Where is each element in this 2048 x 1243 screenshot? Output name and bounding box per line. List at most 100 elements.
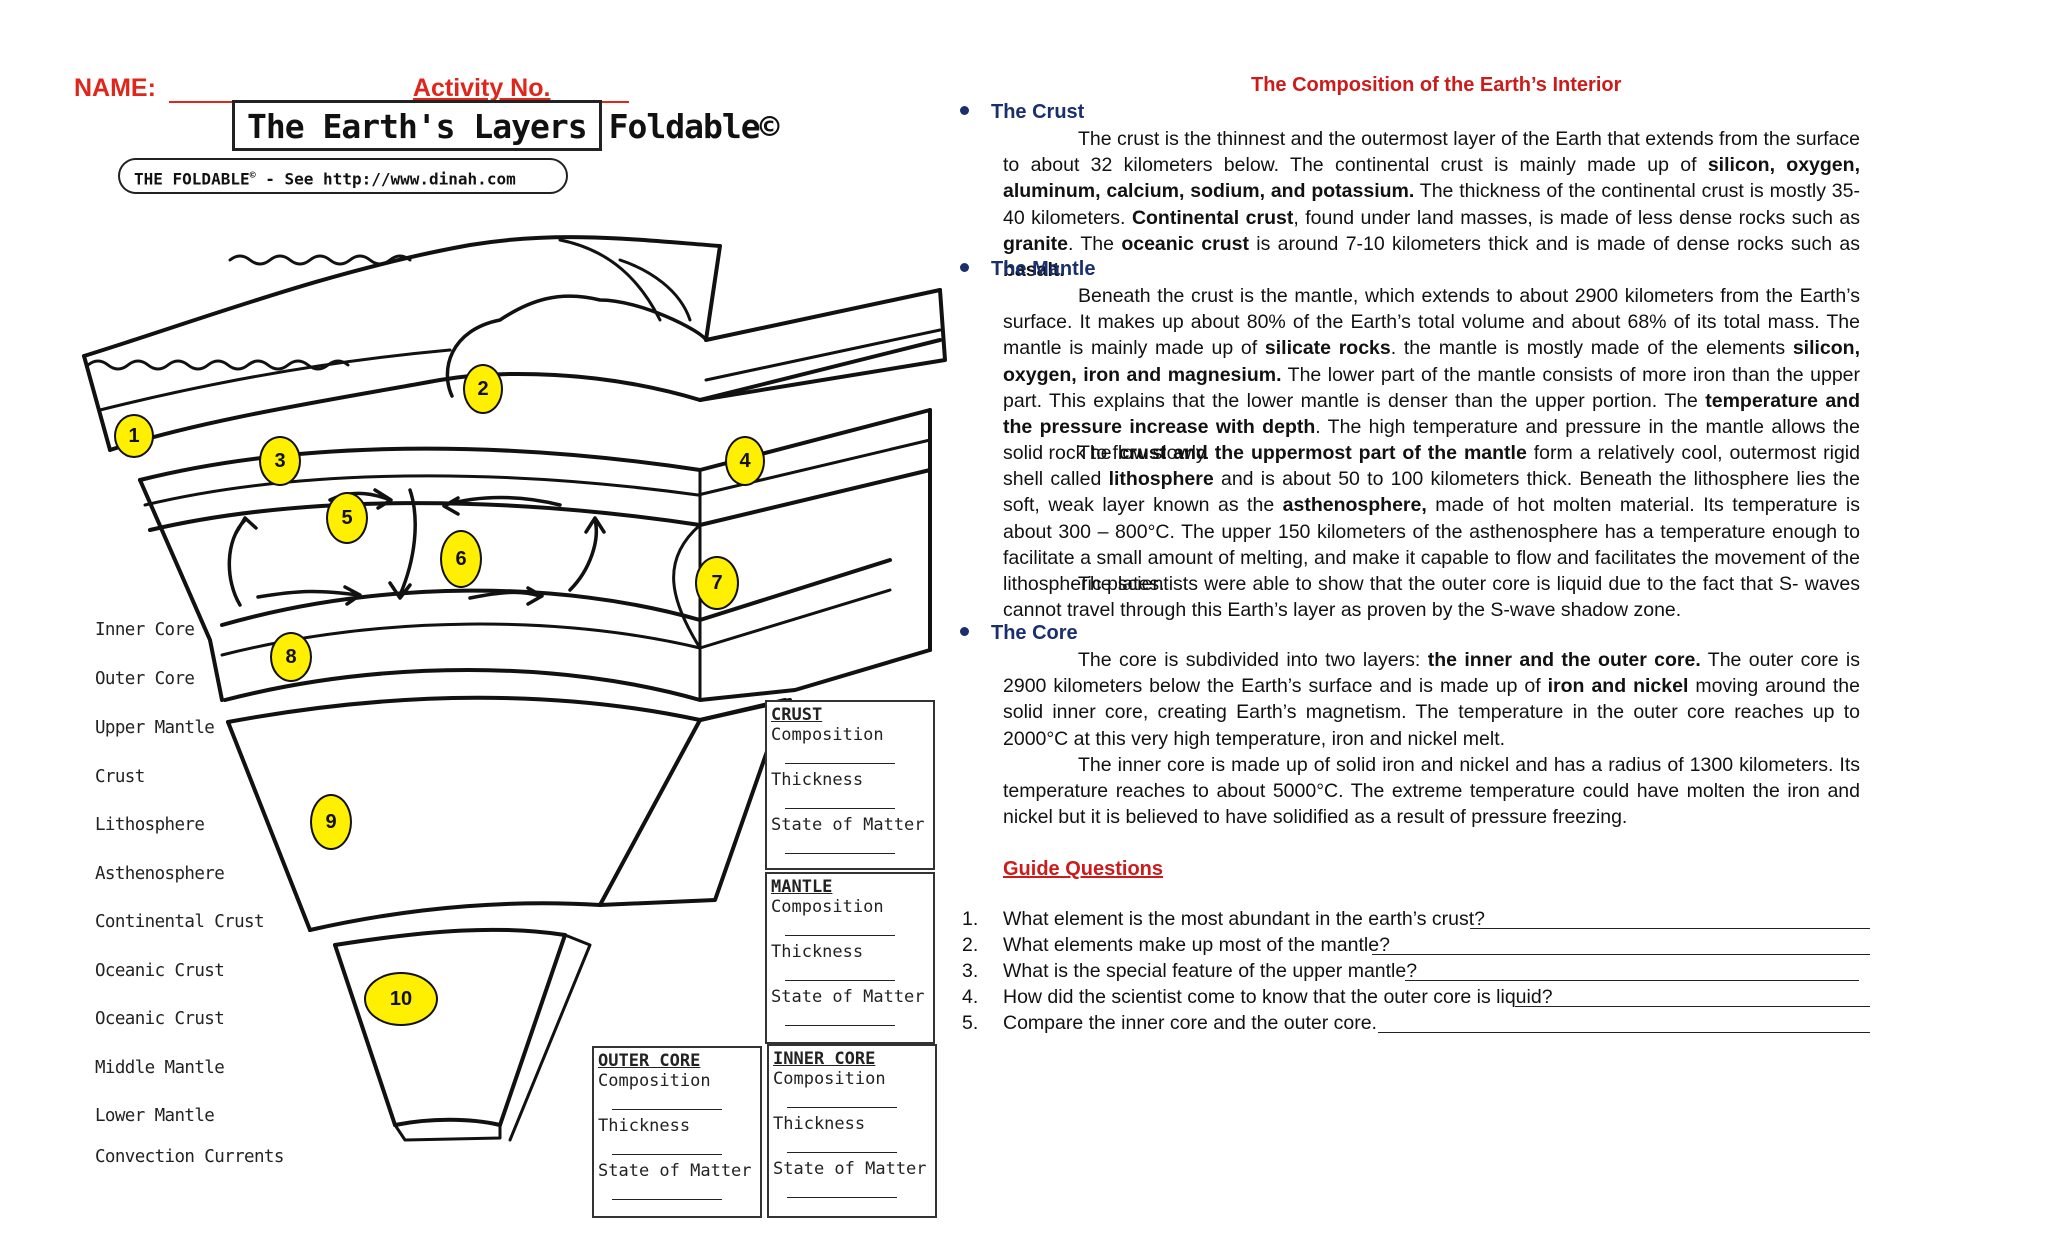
marker-2: 2	[463, 364, 503, 414]
emphasis-text: asthenosphere,	[1282, 494, 1427, 517]
body-text: . the mantle is mostly made of the eleme…	[1390, 337, 1793, 360]
mantle-paragraph-1: Beneath the crust is the mantle, which e…	[1003, 283, 1860, 466]
emphasis-text: crust and the uppermost part of the mant…	[1118, 442, 1527, 464]
core-paragraph-2: The inner core is made up of solid iron …	[1003, 752, 1860, 831]
body-text: The outer core is 2900 kilometers below …	[1003, 649, 1860, 698]
inner-core-state-label: State of Matter	[773, 1159, 927, 1179]
body-text: form a relatively cool, outermost rigid …	[1003, 442, 1860, 491]
question-3: 3.What is the special feature of the upp…	[962, 960, 1859, 983]
mantle-paragraph-3: The scientists were able to show that th…	[1003, 571, 1860, 623]
label-crust: Crust	[95, 767, 145, 787]
emphasis-text: silicon, oxygen, aluminum, calcium, sodi…	[1003, 154, 1860, 203]
body-text: , found under land masses, is made of le…	[1293, 206, 1861, 229]
inner-core-thickness-label: Thickness	[773, 1114, 866, 1134]
section-mantle-heading: The Mantle	[960, 258, 1095, 281]
outer-core-box-title: OUTER CORE	[598, 1051, 701, 1071]
label-upper-mantle: Upper Mantle	[95, 718, 215, 738]
body-text: The inner core is made up of solid iron …	[1003, 754, 1860, 829]
label-middle-mantle: Middle Mantle	[95, 1058, 225, 1078]
question-5: 5. Compare the inner core and the outer c…	[962, 1012, 1870, 1035]
label-lower-mantle: Lower Mantle	[95, 1106, 215, 1126]
activity-label: Activity No.	[412, 74, 551, 102]
marker-10: 10	[364, 972, 438, 1026]
foldable-title: The Earth's Layers Foldable©	[232, 100, 779, 151]
mantle-thickness-blank[interactable]	[785, 962, 895, 981]
marker-7: 7	[695, 556, 739, 610]
outer-core-thickness-blank[interactable]	[612, 1136, 722, 1155]
earth-layers-diagram	[82, 235, 947, 1142]
mantle-thickness-label: Thickness	[771, 942, 864, 962]
body-text: made of hot molten material. Its tempera…	[1003, 494, 1860, 596]
outer-core-state-blank[interactable]	[612, 1181, 722, 1200]
body-text: The scientists were able to show that th…	[1003, 573, 1860, 622]
crust-thickness-blank[interactable]	[785, 790, 895, 809]
answer-line-1[interactable]	[1470, 908, 1870, 929]
label-oceanic-crust-2: Oceanic Crust	[95, 1009, 225, 1029]
question-text: Compare the inner core and the outer cor…	[1003, 1012, 1377, 1034]
crust-box: CRUST Composition Thickness State of Mat…	[765, 700, 935, 870]
marker-4: 4	[725, 436, 765, 486]
body-text: The lower part of the mantle consists of…	[1003, 363, 1861, 412]
mantle-state-blank[interactable]	[785, 1007, 895, 1026]
bullet-icon	[960, 627, 969, 637]
section-crust-heading: The Crust	[960, 101, 1084, 124]
crust-state-blank[interactable]	[785, 835, 895, 854]
marker-5: 5	[326, 492, 368, 544]
source-url: - See http://www.dinah.com	[255, 169, 516, 189]
mantle-composition-blank[interactable]	[785, 917, 895, 936]
body-text: and is about 50 to 100 kilometers thick.…	[1003, 468, 1860, 517]
answer-line-2[interactable]	[1372, 934, 1870, 955]
question-text: How did the scientist come to know that …	[1003, 986, 1553, 1008]
body-text: The crust is the thinnest and the outerm…	[1003, 128, 1860, 177]
marker-6: 6	[440, 530, 482, 588]
label-lithosphere: Lithosphere	[95, 815, 205, 835]
core-paragraph-1: The core is subdivided into two layers: …	[1003, 647, 1860, 752]
inner-core-composition-blank[interactable]	[787, 1089, 897, 1108]
emphasis-text: the inner and the outer core.	[1427, 649, 1701, 671]
body-text: The	[1078, 442, 1119, 464]
question-number: 1.	[962, 908, 979, 930]
emphasis-text: granite	[1003, 232, 1069, 255]
body-text: The core is subdivided into two layers:	[1078, 649, 1428, 671]
body-text: moving around the solid inner core, crea…	[1003, 675, 1860, 750]
mantle-heading-text: The Mantle	[991, 258, 1096, 280]
document-title: The Composition of the Earth’s Interior	[1251, 74, 1622, 96]
body-text: Beneath the crust is the mantle, which e…	[1003, 285, 1860, 360]
inner-core-box-title: INNER CORE	[773, 1049, 876, 1069]
crust-composition-blank[interactable]	[785, 745, 895, 764]
foldable-title-main: The Earth's Layers	[247, 107, 588, 146]
emphasis-text: lithosphere	[1108, 468, 1214, 491]
answer-line-3[interactable]	[1405, 960, 1859, 981]
question-number: 2.	[962, 934, 979, 956]
answer-line-5[interactable]	[1378, 1012, 1870, 1033]
core-heading-text: The Core	[991, 622, 1078, 644]
emphasis-text: iron and nickel	[1547, 675, 1689, 698]
mantle-composition-label: Composition	[771, 897, 884, 917]
inner-core-box: INNER CORE Composition Thickness State o…	[767, 1044, 937, 1218]
question-number: 3.	[962, 960, 979, 982]
inner-core-thickness-blank[interactable]	[787, 1134, 897, 1153]
label-convection-currents: Convection Currents	[95, 1147, 284, 1167]
question-number: 4.	[962, 986, 979, 1008]
outer-core-box: OUTER CORE Composition Thickness State o…	[592, 1046, 762, 1218]
foldable-source: THE FOLDABLE© - See http://www.dinah.com	[118, 158, 568, 194]
mantle-paragraph-2: The crust and the uppermost part of the …	[1003, 440, 1860, 597]
emphasis-text: temperature and the pressure increase wi…	[1003, 389, 1860, 439]
body-text: The thickness of the continental crust i…	[1003, 180, 1860, 229]
bullet-icon	[960, 263, 969, 273]
mantle-state-label: State of Matter	[771, 987, 925, 1007]
marker-9: 9	[310, 794, 352, 850]
guide-questions-heading: Guide Questions	[1003, 858, 1164, 880]
crust-box-title: CRUST	[771, 705, 823, 725]
outer-core-thickness-label: Thickness	[598, 1116, 691, 1136]
question-4: 4. How did the scientist come to know tha…	[962, 986, 1870, 1009]
question-number: 5.	[962, 1012, 979, 1034]
inner-core-state-blank[interactable]	[787, 1179, 897, 1198]
copyright-mark: ©	[249, 170, 256, 181]
marker-1: 1	[114, 414, 154, 458]
mantle-box-title: MANTLE	[771, 877, 833, 897]
answer-line-4[interactable]	[1515, 986, 1870, 1007]
crust-heading-text: The Crust	[991, 101, 1085, 123]
foldable-title-rest: Foldable©	[608, 107, 780, 146]
outer-core-composition-blank[interactable]	[612, 1091, 722, 1110]
